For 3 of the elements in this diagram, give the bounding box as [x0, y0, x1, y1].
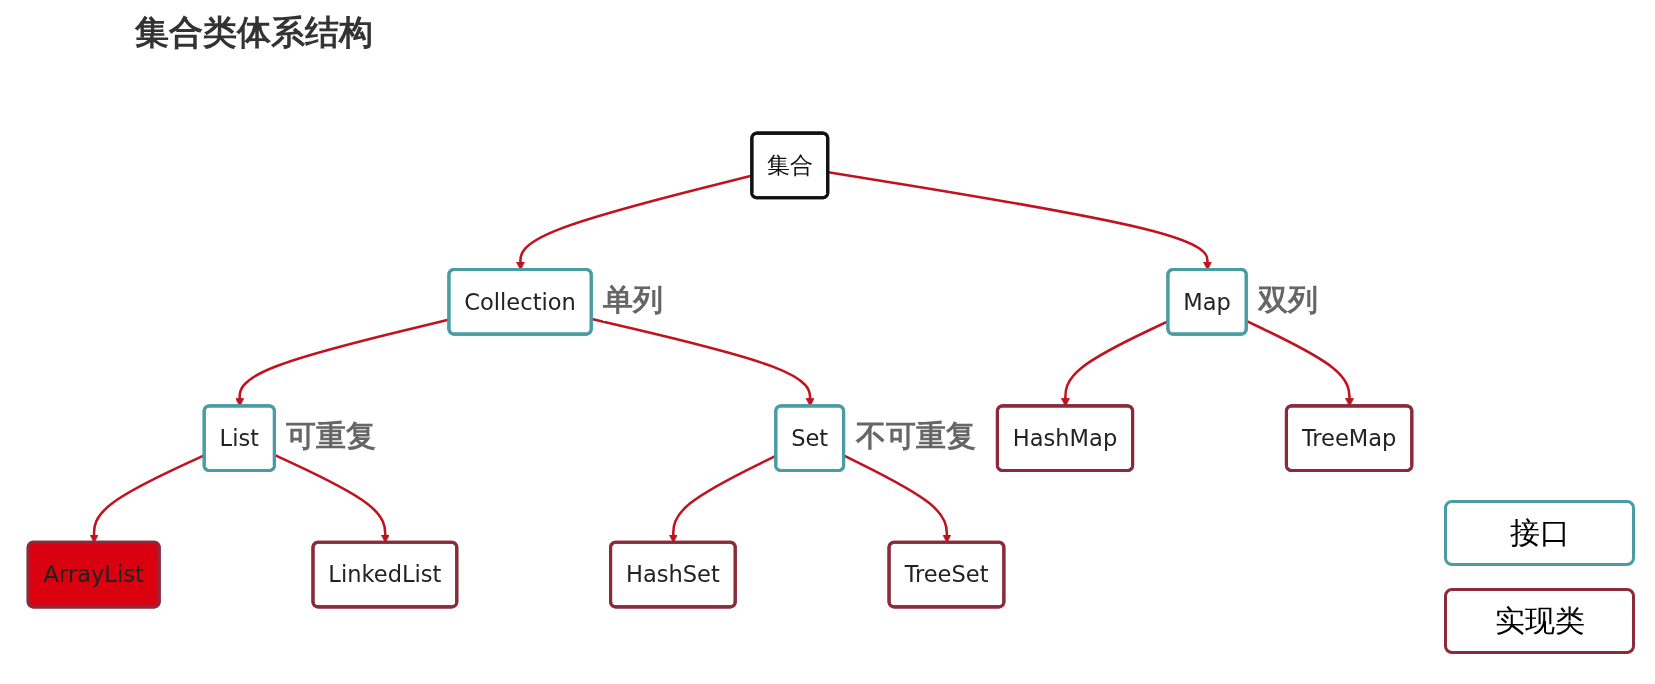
legend-item: 接口 [1444, 500, 1635, 566]
title: 集合类体系结构 [135, 11, 373, 54]
legend-item: 实现类 [1444, 588, 1635, 654]
